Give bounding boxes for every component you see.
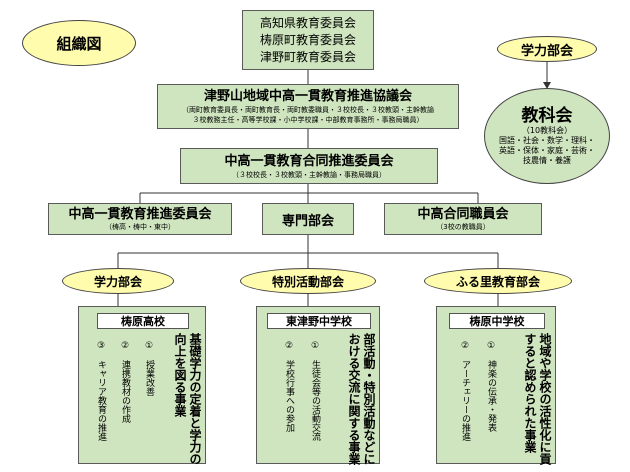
kyoka-oval: 教科会 （10教科会） 国語・社会・数学・理科・ 英語・保体・家庭・芸術・ 技農… [484, 88, 610, 184]
school-theme-higashitsuno-jh-2: おける交流に関する事業 [347, 333, 361, 465]
school-name-yusuhara-jh: 梼原中学校 [449, 313, 545, 329]
school-theme-yusuhara-high-1: 基礎学力の定着と学力の [188, 333, 202, 465]
school-item-higashitsuno-jh-2: ② 学校行事への参加 [284, 341, 294, 432]
subcommittee-tokkatsu-label: 特別活動部会 [271, 274, 344, 289]
school-item-yusuhara-jh-2: ② アーチェリーの推進 [460, 341, 470, 441]
staff-meeting-members: （3校の教職員） [436, 222, 490, 231]
school-theme-higashitsuno-jh-1: 部活動・特別活動などに [362, 333, 376, 465]
education-boards: 高知県教育委員会 梼原町教育委員会 津野町教育委員会 [242, 10, 374, 70]
joint-committee-title: 中高一貫教育合同推進委員会 [224, 153, 394, 169]
board-tsuno: 津野町教育委員会 [259, 49, 356, 64]
council-members-2: ３校教務主任・高等学校課・小中学校課・中部教育事務所・事務局職員） [192, 116, 424, 124]
school-panel-yusuhara-high: 梼原高校 基礎学力の定着と学力の 向上を図る事業 ① 授業改善 ② 連携教材の作… [78, 306, 206, 465]
school-theme-yusuhara-high-2: 向上を図る事業 [173, 333, 187, 417]
school-panel-higashitsuno-jh: 東津野中学校 部活動・特別活動などに おける交流に関する事業 ① 生徒会等の活動… [256, 306, 380, 465]
school-item-yusuhara-high-3: ③ キャリア教育の推進 [96, 341, 106, 441]
school-theme-yusuhara-jh-1: 地域や学校の活性化に貢 [538, 333, 552, 465]
school-theme-yusuhara-jh-2: すると認められた事業 [523, 333, 537, 453]
board-kochi: 高知県教育委員会 [259, 15, 356, 30]
kyoka-count: （10教科会） [521, 126, 573, 135]
joint-committee-members: （３校校長・３校教頭・主幹教諭・事務局職員） [232, 170, 386, 179]
kyoka-title: 教科会 [521, 106, 573, 126]
subcommittee-furusato-label: ふる里教育部会 [455, 274, 540, 289]
promotion-committee-members: （梼高・梼中・東中） [105, 222, 175, 231]
kyoka-subjects-2: 英語・保体・家庭・芸術・ [499, 146, 595, 155]
council-box: 津野山地域中高一貫教育推進協議会 （両町教育委員長・両町教育長・両町教委職員・３… [157, 84, 459, 129]
org-chart-text: 組織図 [56, 34, 102, 53]
school-item-yusuhara-high-1: ① 授業改善 [144, 341, 154, 396]
subcommittee-furusato: ふる里教育部会 [424, 268, 572, 294]
subcommittee-gakuryoku: 学力部会 [62, 268, 174, 294]
subcommittee-tokkatsu: 特別活動部会 [240, 268, 376, 294]
school-item-yusuhara-high-2: ② 連携教材の作成 [120, 341, 130, 423]
school-name-yusuhara-high: 梼原高校 [97, 313, 189, 329]
gakuryoku-top-text: 学力部会 [520, 43, 573, 59]
promotion-committee-box: 中高一貫教育推進委員会 （梼高・梼中・東中） [48, 203, 232, 235]
staff-meeting-title: 中高合同職員会 [417, 206, 509, 222]
subcommittee-gakuryoku-label: 学力部会 [93, 274, 142, 289]
gakuryoku-top-oval: 学力部会 [497, 36, 597, 62]
kyoka-subjects-1: 国語・社会・数学・理科・ [499, 136, 595, 145]
council-title: 津野山地域中高一貫教育推進協議会 [203, 89, 412, 104]
staff-meeting-box: 中高合同職員会 （3校の教職員） [384, 203, 542, 235]
senmon-title: 専門部会 [281, 213, 334, 229]
senmon-box: 専門部会 [262, 203, 354, 235]
joint-committee-box: 中高一貫教育合同推進委員会 （３校校長・３校教頭・主幹教諭・事務局職員） [180, 148, 438, 184]
school-item-higashitsuno-jh-1: ① 生徒会等の活動交流 [310, 341, 320, 441]
school-item-yusuhara-jh-1: ① 神楽の伝承・発表 [486, 341, 496, 432]
promotion-committee-title: 中高一貫教育推進委員会 [68, 206, 212, 222]
kyoka-subjects-3: 技農情・養護 [523, 156, 571, 165]
board-yusuhara: 梼原町教育委員会 [259, 32, 356, 47]
council-members-1: （両町教育委員長・両町教育長・両町教委職員・３校校長・３校教頭・主幹教諭 [182, 106, 434, 114]
school-name-higashitsuno-jh: 東津野中学校 [267, 313, 371, 329]
org-chart-label: 組織図 [22, 20, 136, 66]
school-panel-yusuhara-jh: 梼原中学校 地域や学校の活性化に貢 すると認められた事業 ① 神楽の伝承・発表 … [436, 306, 556, 465]
